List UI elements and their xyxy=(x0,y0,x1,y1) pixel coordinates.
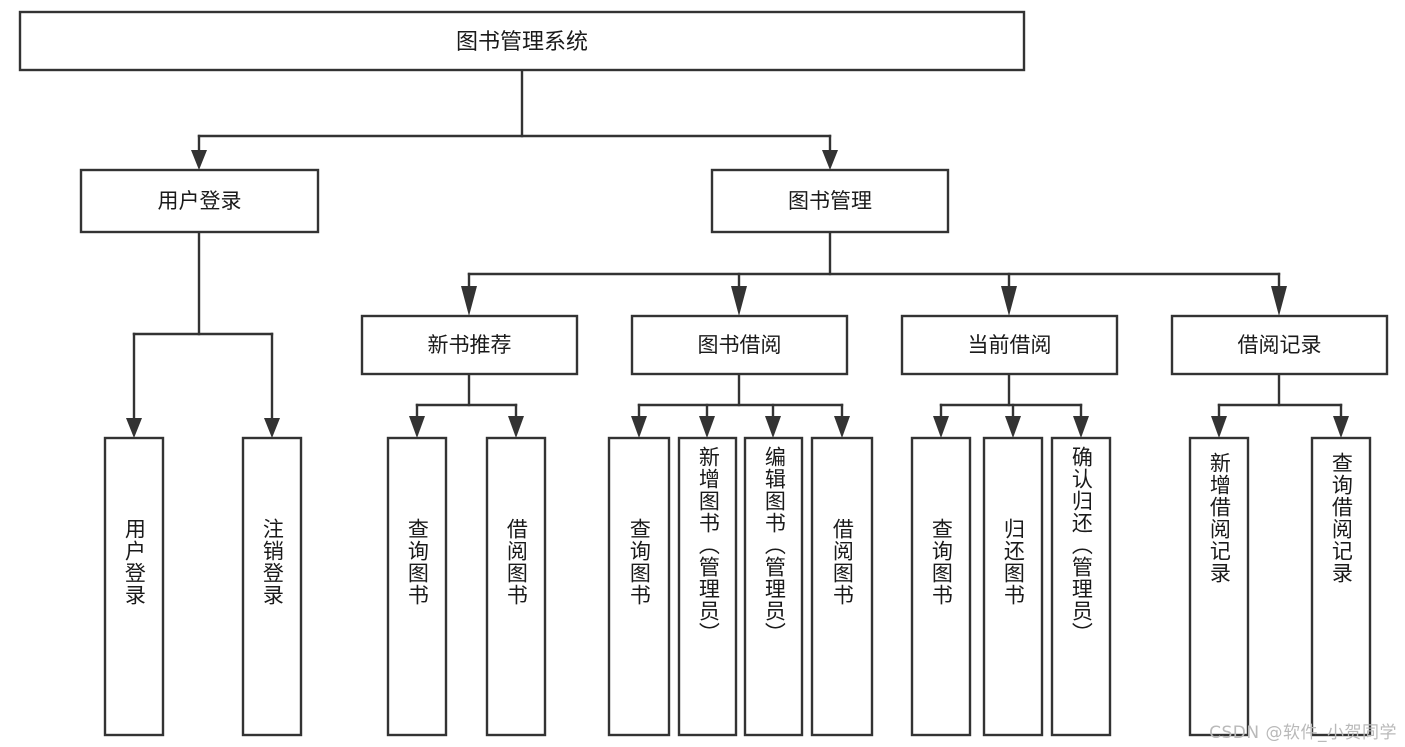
node-leaf-borrow-book[interactable] xyxy=(810,436,874,737)
arrow-leaf-user-login-icon xyxy=(126,418,142,438)
node-leaf-confirm-return-admin[interactable] xyxy=(1050,436,1112,737)
csdn-watermark: CSDN @软件_小贺同学 xyxy=(1209,723,1397,743)
node-current-borrow-label: 当前借阅 xyxy=(968,333,1052,357)
node-leaf-borrow-book-recommend[interactable] xyxy=(485,436,547,737)
arrow-leaf-add-borrow-record-icon xyxy=(1211,416,1227,438)
node-leaf-query-book-borrow[interactable] xyxy=(607,436,671,737)
node-book-manage-label: 图书管理 xyxy=(788,189,872,213)
arrow-leaf-return-book-icon xyxy=(1005,416,1021,438)
node-user-login[interactable] xyxy=(79,168,320,234)
node-borrow-record[interactable] xyxy=(1170,314,1389,376)
arrow-leaf-query-book-recommend-icon xyxy=(409,416,425,438)
arrow-to-borrow-record-icon xyxy=(1271,286,1287,316)
node-new-book-recommend-label: 新书推荐 xyxy=(428,333,512,357)
node-leaf-query-borrow-record[interactable] xyxy=(1310,436,1372,737)
node-book-borrow-label: 图书借阅 xyxy=(698,333,782,357)
node-leaf-add-book-admin[interactable] xyxy=(677,436,738,737)
arrow-leaf-query-book-current-icon xyxy=(933,416,949,438)
node-leaf-logout[interactable] xyxy=(241,436,303,737)
node-user-login-label: 用户登录 xyxy=(158,189,242,213)
arrow-leaf-borrow-book-recommend-icon xyxy=(508,416,524,438)
node-leaf-edit-book-admin[interactable] xyxy=(743,436,804,737)
edge-layer xyxy=(126,68,1349,438)
arrow-leaf-add-book-admin-icon xyxy=(699,416,715,438)
node-leaf-query-book-current[interactable] xyxy=(910,436,972,737)
arrow-leaf-query-book-borrow-icon xyxy=(631,416,647,438)
node-leaf-user-login[interactable] xyxy=(103,436,165,737)
node-leaf-query-book-recommend[interactable] xyxy=(386,436,448,737)
node-borrow-record-label: 借阅记录 xyxy=(1238,333,1322,357)
node-book-borrow[interactable] xyxy=(630,314,849,376)
arrow-leaf-confirm-return-admin-icon xyxy=(1073,416,1089,438)
arrow-leaf-query-borrow-record-icon xyxy=(1333,416,1349,438)
arrow-leaf-edit-book-admin-icon xyxy=(765,416,781,438)
node-current-borrow[interactable] xyxy=(900,314,1119,376)
node-root[interactable] xyxy=(18,10,1026,72)
node-leaf-return-book[interactable] xyxy=(982,436,1044,737)
arrow-to-book-borrow-icon xyxy=(731,286,747,316)
node-layer: 图书管理系统 用户登录 图书管理 新书推荐 图书借阅 当前借阅 借阅记录 xyxy=(18,10,1389,737)
arrow-to-book-manage-icon xyxy=(822,150,838,170)
arrow-to-new-book-recommend-icon xyxy=(461,286,477,316)
node-new-book-recommend[interactable] xyxy=(360,314,579,376)
node-leaf-add-borrow-record[interactable] xyxy=(1188,436,1250,737)
arrow-leaf-borrow-book-icon xyxy=(834,416,850,438)
arrow-to-user-login-icon xyxy=(191,150,207,170)
arrow-leaf-logout-icon xyxy=(264,418,280,438)
node-root-label: 图书管理系统 xyxy=(456,30,588,55)
arrow-to-current-borrow-icon xyxy=(1001,286,1017,316)
node-book-manage[interactable] xyxy=(710,168,950,234)
